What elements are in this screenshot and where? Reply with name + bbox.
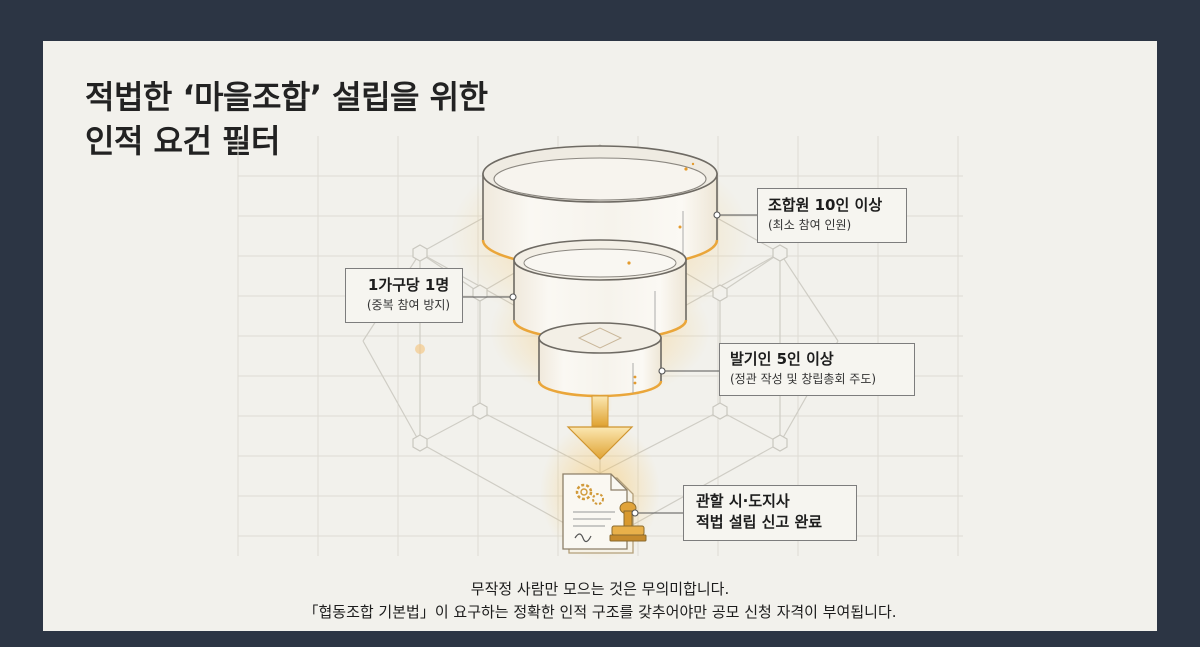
label-bottom-requirement: 발기인 5인 이상 (정관 작성 및 창립총회 주도)	[719, 343, 915, 396]
label-result: 관할 시·도지사 적법 설립 신고 완료	[683, 485, 857, 541]
stamp-icon	[609, 501, 647, 542]
title-line-1: 적법한 ‘마을조합’ 설립을 위한	[85, 78, 488, 116]
connector-lines	[463, 214, 757, 514]
label-middle-sub: (중복 참여 방지)	[366, 298, 451, 312]
label-bottom-sub: (정관 작성 및 창립총회 주도)	[730, 372, 877, 386]
label-top-sub: (최소 참여 인원)	[768, 218, 852, 232]
slide: 적법한 ‘마을조합’ 설립을 위한 인적 요건 필터	[43, 41, 1157, 631]
down-arrow-icon	[566, 395, 634, 460]
label-middle-requirement: 1가구당 1명 (중복 참여 방지)	[345, 268, 463, 323]
footer-line-1: 무작정 사람만 모으는 것은 무의미합니다.	[470, 580, 730, 598]
label-result-line-1: 관할 시·도지사	[696, 492, 790, 510]
title-line-2: 인적 요건 필터	[85, 122, 280, 160]
footer-caption: 무작정 사람만 모으는 것은 무의미합니다. 「협동조합 기본법」이 요구하는 …	[43, 578, 1157, 624]
page-title: 적법한 ‘마을조합’ 설립을 위한 인적 요건 필터	[85, 75, 488, 163]
top-cylinder	[481, 145, 719, 270]
label-result-line-2: 적법 설립 신고 완료	[696, 513, 823, 531]
label-middle-main: 1가구당 1명	[367, 276, 450, 294]
connector-dots	[509, 211, 721, 517]
label-bottom-main: 발기인 5인 이상	[730, 350, 834, 368]
middle-cylinder	[512, 239, 688, 342]
label-top-requirement: 조합원 10인 이상 (최소 참여 인원)	[757, 188, 907, 243]
bottom-cylinder	[537, 322, 663, 398]
funnel-diagram	[237, 136, 963, 561]
footer-line-2: 「협동조합 기본법」이 요구하는 정확한 인적 구조를 갖추어야만 공모 신청 …	[303, 603, 897, 621]
label-top-main: 조합원 10인 이상	[768, 196, 883, 214]
